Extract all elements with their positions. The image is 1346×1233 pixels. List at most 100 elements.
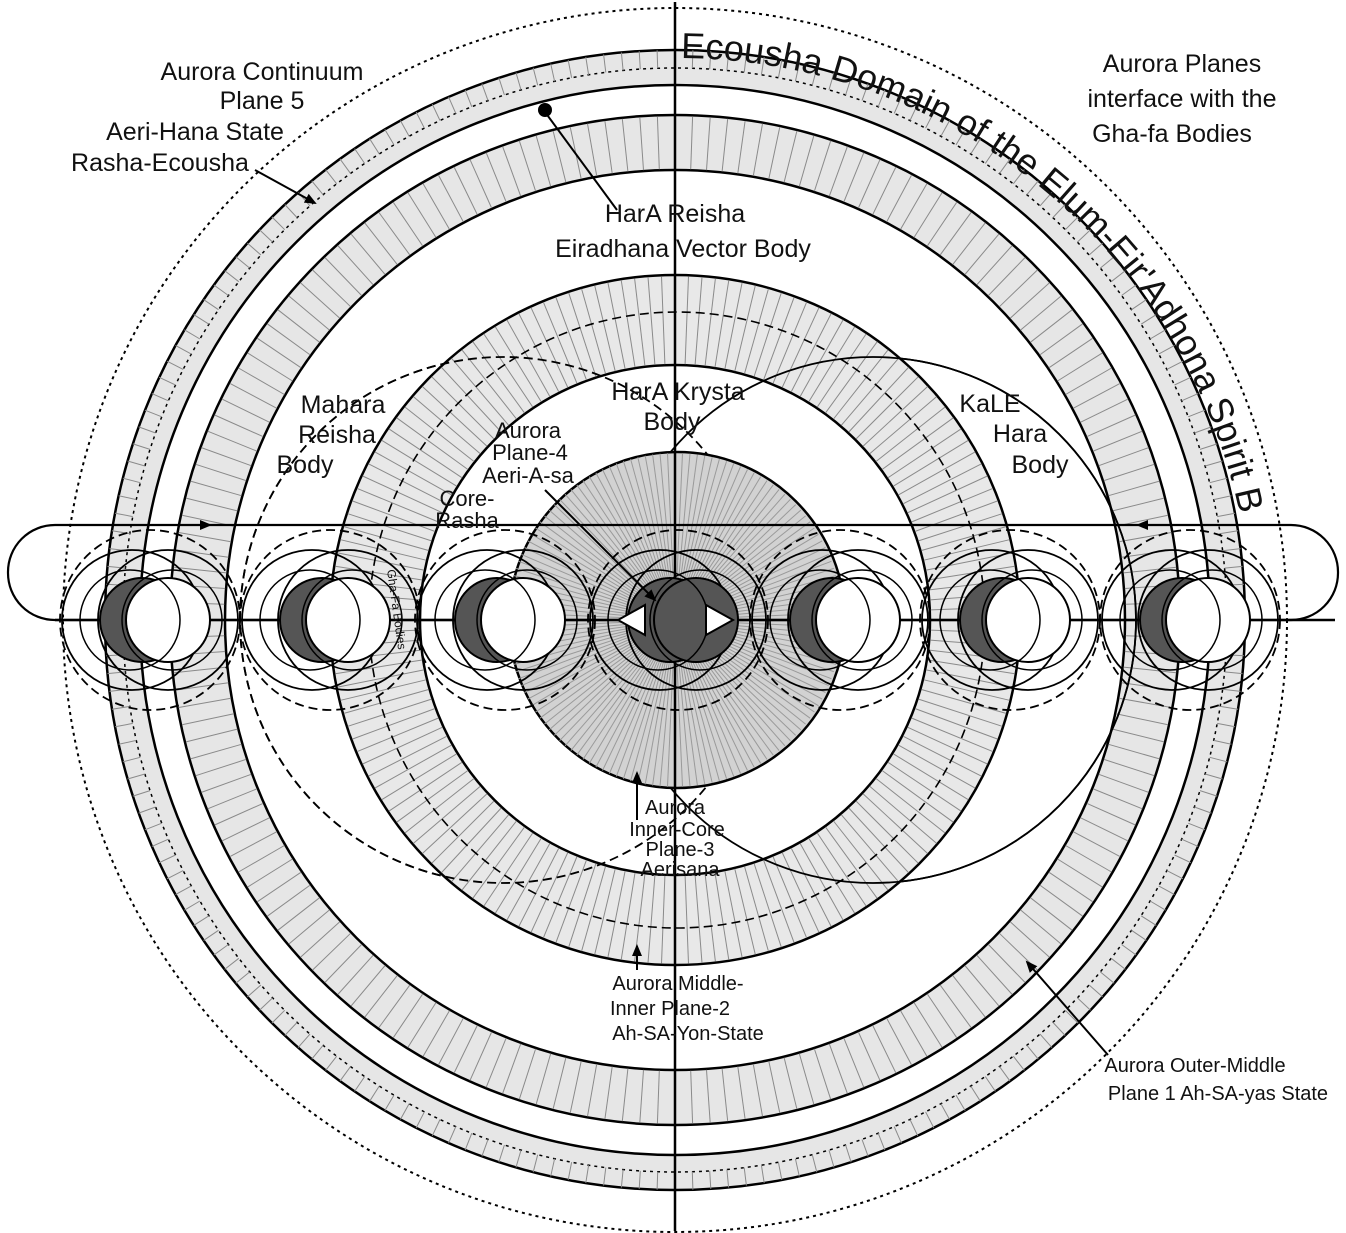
radial-tick <box>638 51 641 70</box>
radial-tick <box>132 790 151 797</box>
radial-tick <box>1039 323 1083 356</box>
radial-tick <box>1194 426 1212 434</box>
radial-tick <box>1086 414 1136 438</box>
radial-tick <box>352 500 435 532</box>
radial-tick <box>620 1169 624 1188</box>
radial-tick <box>381 439 457 487</box>
radial-tick <box>506 843 551 921</box>
radial-tick <box>825 826 878 899</box>
radial-tick <box>461 820 517 891</box>
radial-tick <box>138 806 156 814</box>
radial-tick <box>337 245 374 286</box>
radial-tick <box>872 1025 897 1074</box>
radial-tick <box>1057 858 1103 888</box>
radial-tick <box>335 565 423 581</box>
radial-tick <box>893 96 902 114</box>
radial-tick <box>337 552 424 571</box>
radial-tick <box>1030 309 1073 343</box>
radial-tick <box>813 1048 832 1100</box>
radial-tick <box>185 728 238 743</box>
radial-tick <box>656 1171 659 1190</box>
radial-tick <box>637 639 671 783</box>
radial-tick <box>339 1066 351 1082</box>
radial-tick <box>743 54 747 73</box>
radial-tick <box>502 1043 522 1094</box>
radial-tick <box>542 856 578 938</box>
radial-tick <box>311 1044 324 1060</box>
radial-tick <box>451 814 510 882</box>
svg-text:Aurora Continuum: Aurora Continuum <box>161 58 364 86</box>
radial-tick <box>175 344 192 355</box>
radial-tick <box>964 233 1000 275</box>
svg-text:Rasha: Rasha <box>435 508 499 533</box>
radial-tick <box>369 1085 380 1102</box>
radial-tick <box>881 770 954 823</box>
radial-tick <box>647 277 656 365</box>
radial-tick <box>415 111 425 129</box>
radial-tick <box>918 513 1003 542</box>
radial-tick <box>843 152 865 202</box>
radial-tick <box>1181 838 1199 847</box>
radial-tick <box>861 1139 869 1157</box>
radial-tick <box>667 639 675 787</box>
radial-tick <box>603 54 607 73</box>
radial-tick <box>840 814 899 882</box>
radial-tick <box>567 1162 573 1180</box>
radial-tick <box>247 352 293 382</box>
radial-tick <box>1188 822 1206 831</box>
radial-tick <box>1140 915 1157 926</box>
svg-text:Aerisana: Aerisana <box>641 859 721 881</box>
radial-tick <box>288 909 330 945</box>
radial-tick <box>552 130 567 183</box>
label-hara-krysta: HarA Krysta Body <box>611 378 744 436</box>
radial-tick <box>122 477 141 484</box>
radial-tick <box>352 708 435 740</box>
radial-tick <box>1199 790 1218 797</box>
radial-tick <box>1012 1055 1025 1071</box>
svg-text:Plane 1 Ah-SA-yas State: Plane 1 Ah-SA-yas State <box>1108 1083 1328 1105</box>
radial-tick <box>118 739 137 745</box>
radial-tick <box>768 1060 781 1114</box>
radial-tick <box>1065 367 1112 395</box>
radial-tick <box>855 800 919 864</box>
radial-tick <box>676 639 691 787</box>
radial-tick <box>915 500 998 532</box>
radial-tick <box>347 698 432 727</box>
radial-tick <box>1088 242 1103 256</box>
radial-tick <box>166 360 184 370</box>
radial-tick <box>1072 382 1121 409</box>
gha-fa-unit <box>414 529 596 711</box>
radial-tick <box>441 367 502 433</box>
radial-tick <box>999 269 1038 308</box>
radial-tick <box>607 871 626 958</box>
svg-text:Body: Body <box>644 408 701 436</box>
svg-text:Ah-SA-Yon-State: Ah-SA-Yon-State <box>612 1023 764 1045</box>
svg-text:interface with the: interface with the <box>1088 85 1277 113</box>
radial-tick <box>684 875 689 964</box>
radial-tick <box>644 639 672 785</box>
radial-tick <box>530 852 569 933</box>
radial-tick <box>374 744 452 789</box>
radial-tick <box>404 778 475 834</box>
radial-tick <box>213 944 229 956</box>
radial-tick <box>862 386 928 447</box>
radial-tick <box>1115 713 1169 726</box>
radial-tick <box>127 460 146 467</box>
svg-text:Aurora Middle-: Aurora Middle- <box>612 973 743 995</box>
radial-tick <box>1213 739 1232 745</box>
radial-tick <box>259 997 273 1011</box>
plane-5-ticks <box>105 50 1245 1190</box>
radial-tick <box>122 756 141 763</box>
radial-tick <box>535 135 552 187</box>
radial-tick <box>833 820 889 891</box>
radial-tick <box>630 639 671 782</box>
radial-tick <box>760 1165 765 1184</box>
radial-tick <box>970 138 981 155</box>
radial-tick <box>324 944 363 983</box>
radial-tick <box>297 1033 311 1048</box>
radial-tick <box>203 299 219 311</box>
radial-tick <box>694 277 703 365</box>
radial-tick <box>1220 530 1239 535</box>
gha-fa-unit <box>749 529 931 711</box>
